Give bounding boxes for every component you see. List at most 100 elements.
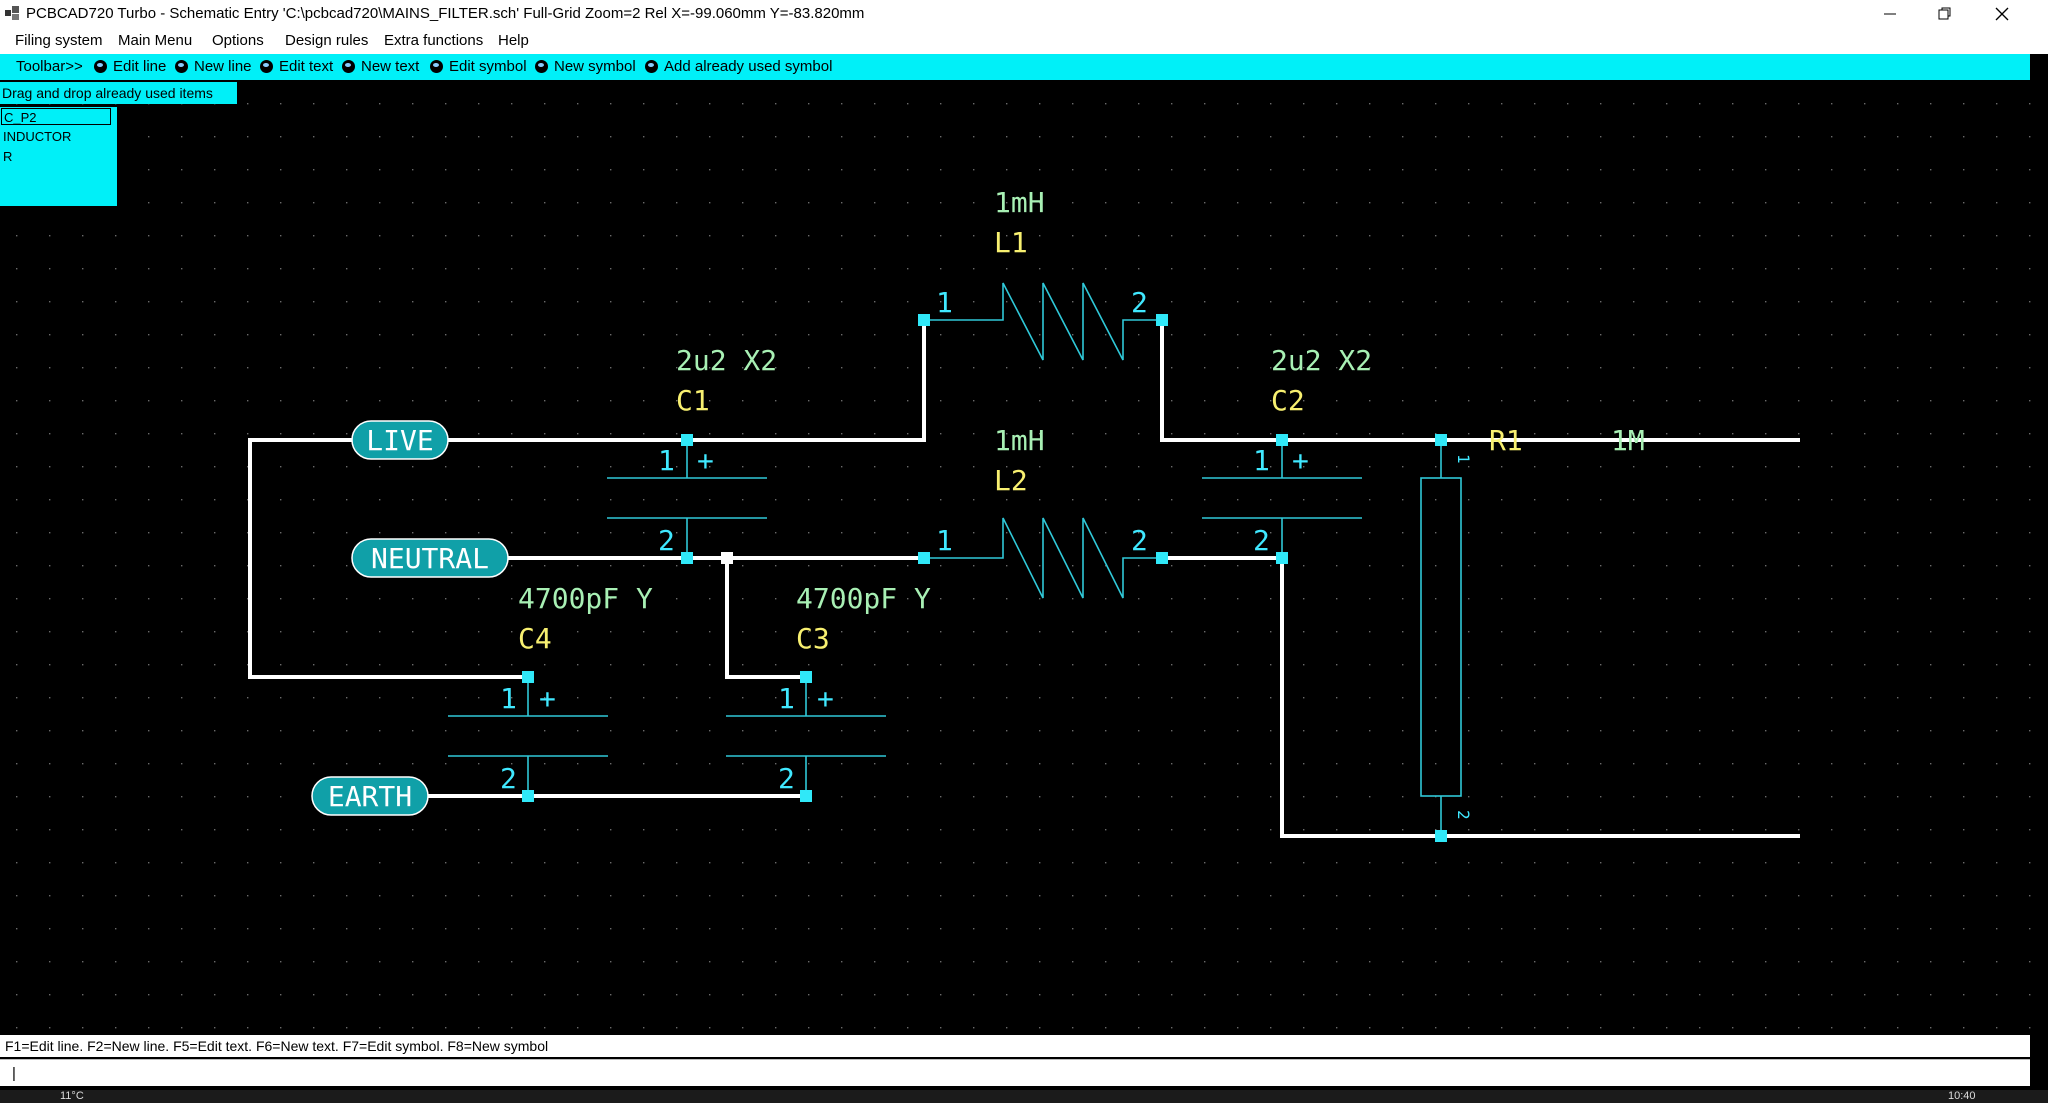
command-line[interactable] (0, 1059, 2030, 1086)
r1-ref[interactable]: R1 (1489, 424, 1523, 457)
pin-c3-2[interactable] (800, 790, 812, 802)
toolbar-edit-symbol[interactable]: Edit symbol (430, 58, 527, 75)
pin-number: + (539, 682, 556, 715)
pin-c4-2[interactable] (522, 790, 534, 802)
pin-number: + (697, 444, 714, 477)
toolbar-item-label: New line (194, 58, 252, 75)
menu-main-menu[interactable]: Main Menu (118, 32, 193, 49)
pin-r1-2[interactable] (1435, 830, 1447, 842)
list-item-r[interactable]: R (3, 149, 13, 164)
toolbar-item-label: New symbol (554, 58, 636, 75)
radio-icon (175, 60, 188, 73)
menu-extra-functions[interactable]: Extra functions (384, 32, 484, 49)
pin-c2-1[interactable] (1276, 434, 1288, 446)
port-neutral[interactable]: NEUTRAL (351, 538, 509, 578)
l1-value[interactable]: 1mH (994, 186, 1045, 219)
menu-options[interactable]: Options (212, 32, 264, 49)
port-earth-label: EARTH (328, 780, 412, 813)
radio-icon (430, 60, 443, 73)
schematic-canvas[interactable]: LIVE NEUTRAL EARTH 1mH L1 1mH L2 2u2 X2 … (0, 80, 2048, 1035)
toolbar-item-label: Edit line (113, 58, 167, 75)
pin-number: 1 (500, 682, 517, 715)
wire-live[interactable] (448, 320, 926, 442)
clock-text: 10:40 (1948, 1090, 1976, 1102)
restore-button[interactable] (1915, 0, 1975, 28)
c4-ref[interactable]: C4 (518, 622, 552, 655)
pin-markers (522, 314, 1447, 842)
weather-text: 11°C (60, 1090, 84, 1102)
toolbar-edit-text[interactable]: Edit text (260, 58, 333, 75)
drag-panel-header: Drag and drop already used items (0, 82, 237, 104)
toolbar-add-already-used-symbol[interactable]: Add already used symbol (645, 58, 832, 75)
toolbar-new-symbol[interactable]: New symbol (535, 58, 636, 75)
wire-neutral-c3[interactable] (725, 558, 806, 679)
r1-value[interactable]: 1M (1611, 424, 1645, 457)
toolbar-item-label: New text (361, 58, 420, 75)
capacitor-c2-symbol[interactable] (1202, 440, 1362, 558)
pin-c1-2[interactable] (681, 552, 693, 564)
port-neutral-label: NEUTRAL (371, 542, 489, 575)
used-items-list[interactable]: C_P2 INDUCTOR R (0, 107, 117, 206)
menu-bar: Filing system Main Menu Options Design r… (0, 28, 2048, 54)
close-button[interactable] (1972, 0, 2032, 28)
c3-ref[interactable]: C3 (796, 622, 830, 655)
command-input[interactable] (10, 1062, 1014, 1084)
minimize-button[interactable] (1860, 0, 1920, 28)
pin-number: 1 (936, 524, 953, 557)
wire-live-c4[interactable] (248, 438, 528, 679)
pin-c3-1[interactable] (800, 671, 812, 683)
resistor-r1-symbol[interactable] (1420, 440, 1462, 836)
c1-value[interactable]: 2u2 X2 (676, 344, 777, 377)
toolbar-new-text[interactable]: New text (342, 58, 419, 75)
wire-live-out[interactable] (1160, 320, 1800, 442)
l2-value[interactable]: 1mH (994, 424, 1045, 457)
pin-c4-1[interactable] (522, 671, 534, 683)
pin-number: 1 (778, 682, 795, 715)
pin-c2-2[interactable] (1276, 552, 1288, 564)
l2-ref[interactable]: L2 (994, 464, 1028, 497)
port-live[interactable]: LIVE (351, 420, 449, 460)
pin-number: 1 (1253, 444, 1270, 477)
capacitor-c3-symbol[interactable] (726, 677, 886, 796)
menu-help[interactable]: Help (498, 32, 529, 49)
pin-l1-2[interactable] (1156, 314, 1168, 326)
pin-l1-1[interactable] (918, 314, 930, 326)
capacitor-c4-symbol[interactable] (448, 677, 608, 796)
capacitor-c1-symbol[interactable] (607, 440, 767, 558)
radio-icon (260, 60, 273, 73)
port-earth[interactable]: EARTH (311, 776, 429, 816)
window-title: PCBCAD720 Turbo - Schematic Entry 'C:\pc… (26, 5, 865, 22)
radio-icon (94, 60, 107, 73)
c2-value[interactable]: 2u2 X2 (1271, 344, 1372, 377)
pin-number: 1 (936, 286, 953, 319)
pin-c1-1[interactable] (681, 434, 693, 446)
pin-number: + (817, 682, 834, 715)
pin-l2-1[interactable] (918, 552, 930, 564)
inductor-l1-symbol[interactable] (924, 282, 1162, 361)
c3-value[interactable]: 4700pF Y (796, 582, 931, 615)
list-item-inductor[interactable]: INDUCTOR (3, 129, 72, 144)
pin-number: 2 (1454, 810, 1473, 820)
toolbar-item-label: Edit text (279, 58, 334, 75)
toolbar-new-line[interactable]: New line (175, 58, 252, 75)
list-item-c-p2[interactable]: C_P2 (1, 108, 111, 125)
pin-l2-2[interactable] (1156, 552, 1168, 564)
c4-value[interactable]: 4700pF Y (518, 582, 653, 615)
taskbar: 11°C 10:40 (0, 1090, 2048, 1103)
status-bar: F1=Edit line. F2=New line. F5=Edit text.… (0, 1035, 2030, 1057)
toolbar-edit-line[interactable]: Edit line (94, 58, 166, 75)
app-icon (5, 6, 19, 20)
c2-ref[interactable]: C2 (1271, 384, 1305, 417)
l1-ref[interactable]: L1 (994, 226, 1028, 259)
menu-design-rules[interactable]: Design rules (285, 32, 369, 49)
wire-neutral-out[interactable] (1162, 556, 1800, 838)
inductor-l2-symbol[interactable] (924, 517, 1162, 599)
radio-icon (645, 60, 658, 73)
pin-number: 2 (778, 762, 795, 795)
pin-r1-1[interactable] (1435, 434, 1447, 446)
menu-filing-system[interactable]: Filing system (15, 32, 103, 49)
toolbar-item-label: Add already used symbol (664, 58, 833, 75)
pin-number: 2 (1253, 524, 1270, 557)
hotkey-hints: F1=Edit line. F2=New line. F5=Edit text.… (5, 1038, 549, 1054)
c1-ref[interactable]: C1 (676, 384, 710, 417)
